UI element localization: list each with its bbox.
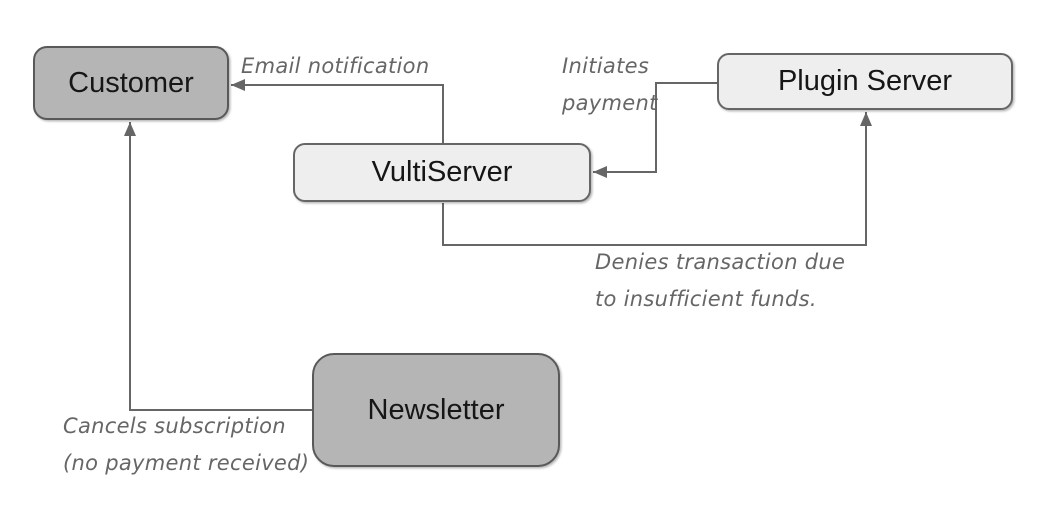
node-newsletter-label: Newsletter <box>367 393 505 426</box>
node-plugin-server-label: Plugin Server <box>777 65 953 97</box>
edge-label-cancels-subscription: Cancels subscription (no payment receive… <box>63 414 310 475</box>
edge-denies-transaction-arrow <box>442 112 872 246</box>
node-newsletter: Newsletter <box>312 353 560 467</box>
node-customer: Customer <box>33 46 229 120</box>
node-vultiserver-label: VultiServer <box>371 156 513 188</box>
edge-email-notification-arrow <box>231 79 444 145</box>
edge-initiates-payment-arrow <box>593 82 717 178</box>
edge-label-email-notification: Email notification <box>241 54 430 78</box>
node-vultiserver: VultiServer <box>293 143 591 202</box>
edge-cancels-subscription-arrow <box>124 122 312 411</box>
edge-label-denies-transaction: Denies transaction due to insufficient f… <box>595 250 846 311</box>
edge-label-initiates-payment: Initiates payment <box>562 54 658 115</box>
node-customer-label: Customer <box>68 66 194 99</box>
node-plugin-server: Plugin Server <box>717 53 1013 110</box>
